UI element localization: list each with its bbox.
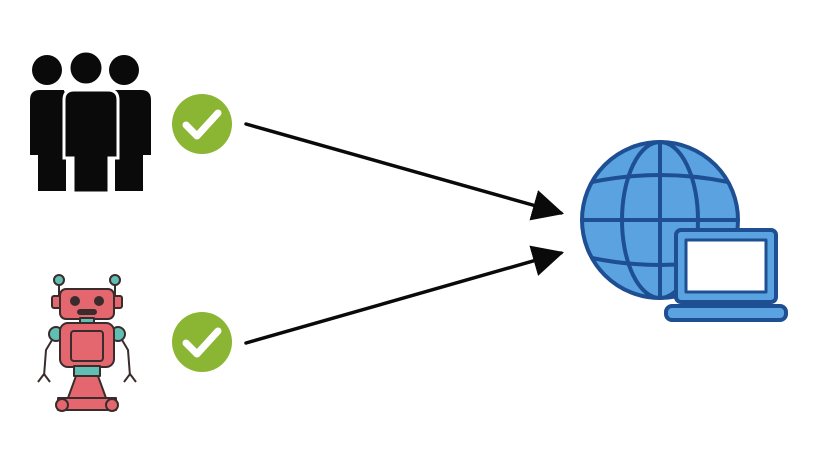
- checkmark-circle-icon: [172, 94, 232, 154]
- arrow-people-to-internet: [244, 122, 565, 221]
- globe-with-laptop-icon: [580, 140, 788, 322]
- checkmark-circle-icon: [172, 312, 232, 372]
- arrow-robot-to-internet: [244, 245, 565, 345]
- laptop-icon: [664, 228, 788, 322]
- robot-icon: [37, 274, 137, 412]
- people-group-icon: [30, 49, 151, 195]
